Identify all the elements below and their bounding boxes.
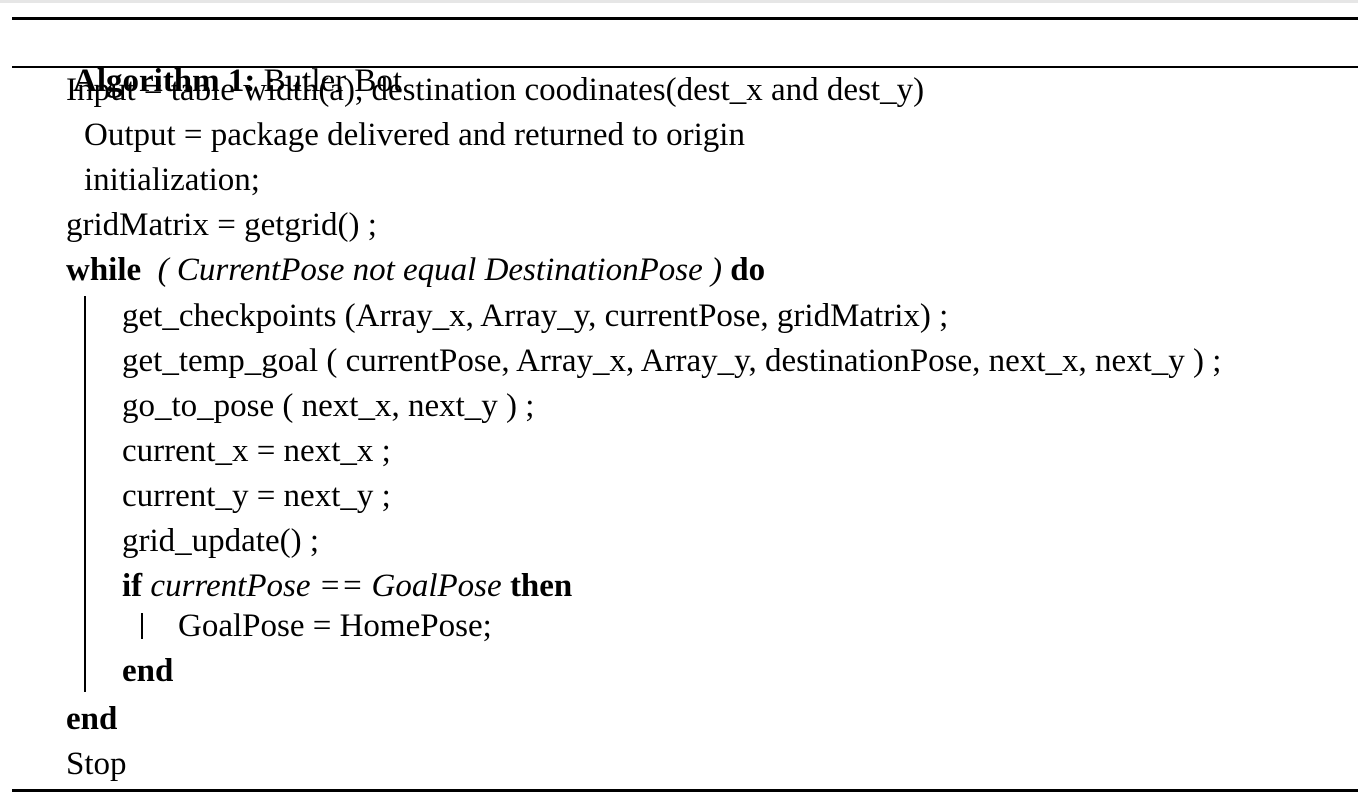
loop-statement: current_x = next_x ; (122, 433, 391, 469)
while-keyword: while (66, 252, 142, 288)
while-condition: ( CurrentPose not equal DestinationPose … (157, 252, 722, 288)
output-line: Output = package delivered and returned … (84, 117, 745, 153)
end-while-keyword: end (66, 701, 118, 737)
then-keyword: then (509, 568, 573, 604)
while-line: while ( CurrentPose not equal Destinatio… (66, 250, 765, 290)
loop-statement: go_to_pose ( next_x, next_y ) ; (122, 388, 535, 424)
grid-line: gridMatrix = getgrid() ; (66, 207, 377, 243)
stop-line: Stop (66, 746, 127, 782)
caption-rule (12, 66, 1358, 68)
loop-statement: grid_update() ; (122, 523, 320, 559)
while-block-bar (84, 296, 86, 692)
loop-statement: current_y = next_y ; (122, 478, 391, 514)
algorithm-caption: Algorithm 1: Butler Bot (40, 21, 402, 141)
loop-statement: get_temp_goal ( currentPose, Array_x, Ar… (122, 343, 1222, 379)
end-if-keyword: end (122, 653, 174, 689)
if-condition: currentPose == GoalPose (150, 568, 502, 604)
if-keyword: if (122, 568, 143, 604)
if-block-bar (141, 613, 143, 639)
if-body-statement: GoalPose = HomePose; (178, 608, 492, 644)
page-top-shadow (0, 0, 1358, 3)
loop-statement: get_checkpoints (Array_x, Array_y, curre… (122, 298, 949, 334)
do-keyword: do (730, 252, 766, 288)
input-line: Input = table width(a), destination cood… (66, 72, 925, 108)
if-line: if currentPose == GoalPose then (122, 566, 572, 606)
caption-label: Algorithm 1: (73, 63, 256, 99)
init-line: initialization; (84, 162, 260, 198)
bottom-rule (12, 789, 1358, 792)
caption-title: Butler Bot (263, 63, 403, 99)
top-rule (12, 17, 1358, 20)
